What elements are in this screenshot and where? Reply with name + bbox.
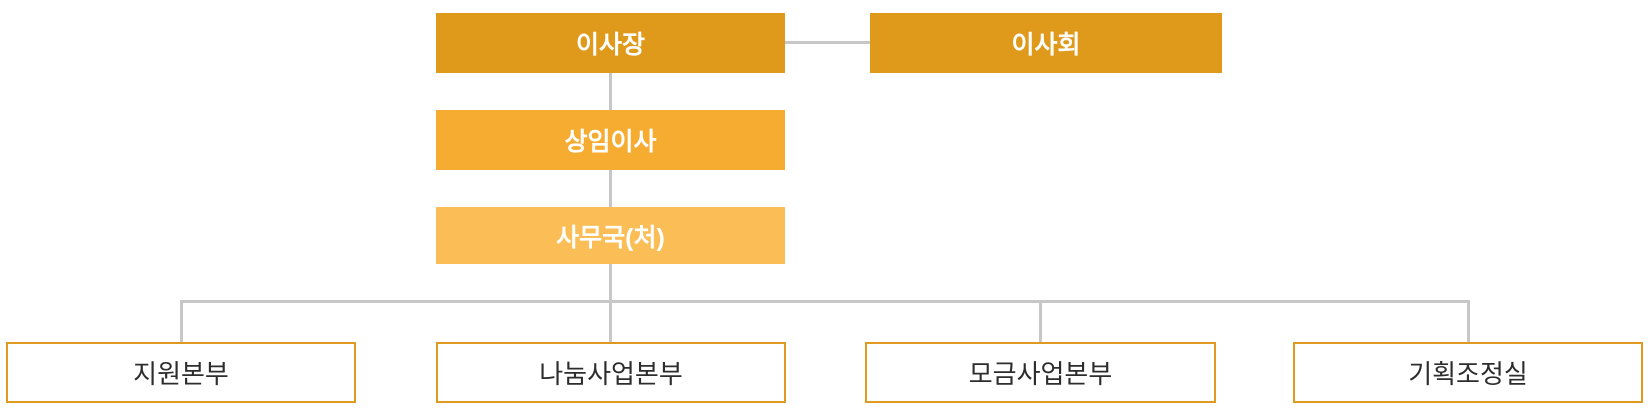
org-node-chairman-label: 이사장: [575, 31, 645, 59]
org-node-department-fundraising: 모금사업본부: [865, 342, 1216, 403]
org-node-department-planning: 기획조정실: [1293, 342, 1643, 403]
org-node-executive-director-label: 상임이사: [564, 128, 657, 156]
org-node-department-sharing-label: 나눔사업본부: [539, 359, 683, 389]
org-node-board-label: 이사회: [1011, 31, 1081, 59]
connector-departments-rail: [180, 300, 1470, 303]
connector-drop-planning: [1467, 300, 1470, 342]
org-node-board: 이사회: [870, 13, 1222, 73]
org-node-executive-director: 상임이사: [436, 110, 785, 170]
org-node-department-support-label: 지원본부: [133, 359, 229, 389]
org-node-department-planning-label: 기획조정실: [1408, 359, 1528, 389]
connector-chairman-board: [785, 41, 870, 44]
org-node-secretariat: 사무국(처): [436, 207, 785, 264]
org-node-department-fundraising-label: 모금사업본부: [968, 359, 1113, 389]
connector-chairman-exec: [609, 73, 612, 110]
connector-secretariat-trunk: [609, 264, 612, 302]
org-node-department-sharing: 나눔사업본부: [436, 342, 786, 403]
connector-drop-support: [180, 300, 183, 342]
connector-exec-secretariat: [609, 170, 612, 207]
connector-drop-sharing: [609, 300, 612, 342]
org-node-department-support: 지원본부: [6, 342, 356, 403]
connector-drop-fundraising: [1039, 300, 1042, 342]
org-node-chairman: 이사장: [436, 13, 785, 73]
org-node-secretariat-label: 사무국(처): [556, 223, 665, 252]
